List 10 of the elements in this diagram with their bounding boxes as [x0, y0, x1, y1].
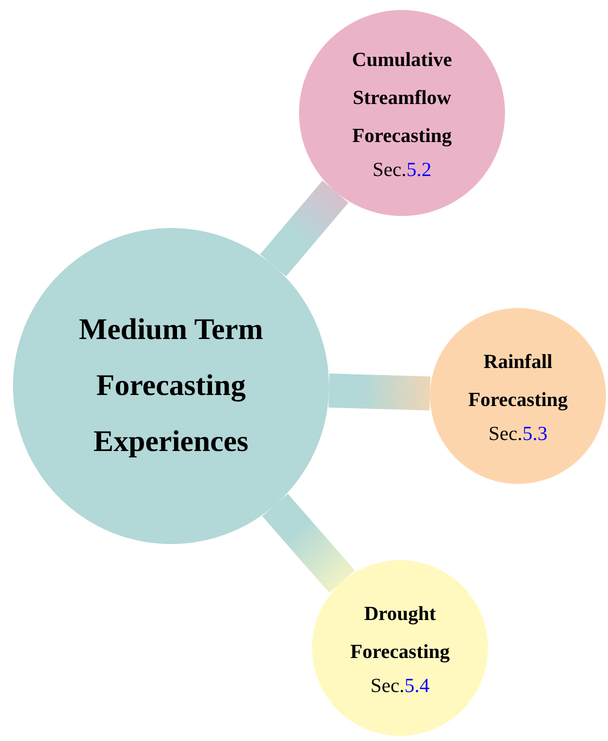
section-reference: Sec.5.4: [370, 674, 430, 699]
connector: [260, 180, 348, 276]
topic-title: Drought Forecasting: [349, 602, 451, 665]
topic-title: Medium Term Forecasting Experiences: [78, 312, 264, 460]
section-reference: Sec.5.3: [488, 422, 548, 447]
topic-title: Rainfall Forecasting: [467, 350, 569, 413]
connector: [328, 374, 431, 410]
connector: [262, 494, 355, 593]
section-reference: Sec.5.2: [372, 158, 432, 183]
topic-title: Cumulative Streamflow Forecasting: [351, 48, 453, 149]
